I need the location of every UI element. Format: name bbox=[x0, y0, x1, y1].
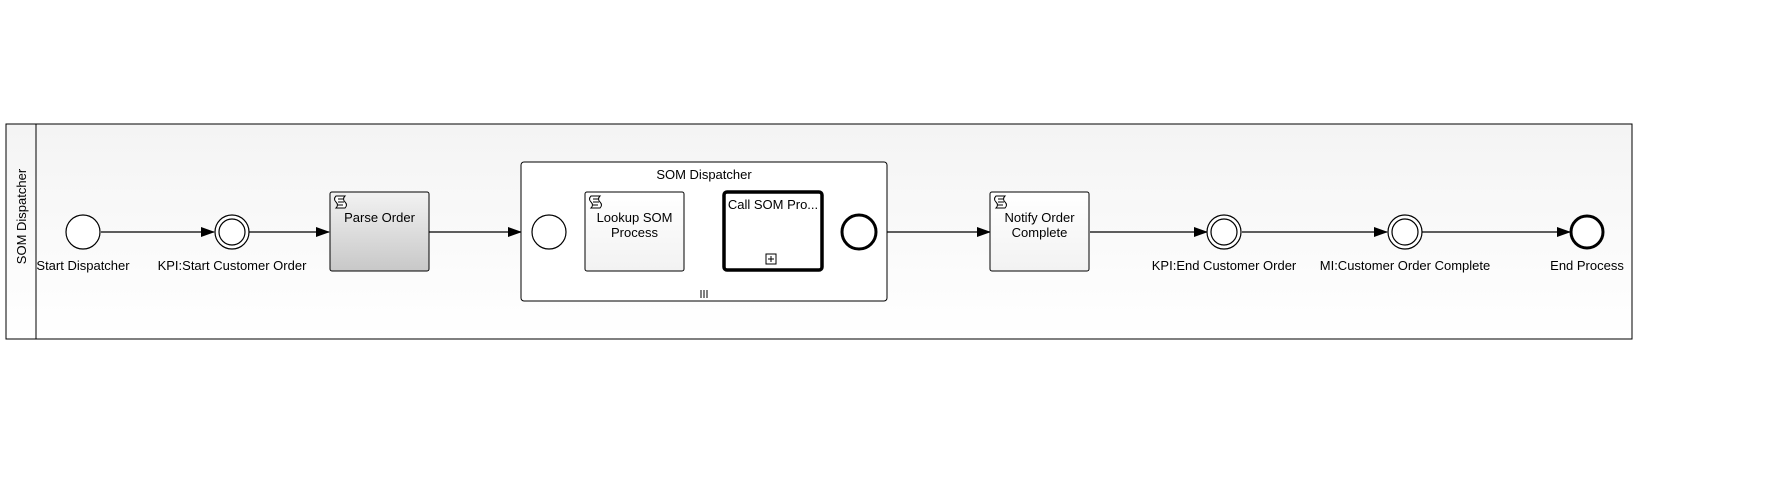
notify-order-task[interactable] bbox=[989, 191, 1090, 272]
parse-order-label: Parse Order bbox=[344, 210, 415, 225]
end-event[interactable] bbox=[1569, 214, 1605, 250]
script-icon bbox=[334, 195, 347, 209]
subprocess-start-event[interactable] bbox=[531, 214, 567, 250]
script-icon bbox=[994, 195, 1007, 209]
lookup-som-label: Lookup SOM Process bbox=[596, 210, 673, 240]
call-som-label: Call SOM Pro... bbox=[727, 197, 819, 212]
mi-complete-label: MI:Customer Order Complete bbox=[1319, 258, 1491, 273]
script-icon bbox=[589, 195, 602, 209]
mi-complete-event[interactable] bbox=[1387, 214, 1423, 250]
end-process-label: End Process bbox=[1550, 258, 1624, 273]
kpi-end-event[interactable] bbox=[1206, 214, 1242, 250]
kpi-end-label: KPI:End Customer Order bbox=[1151, 258, 1297, 273]
collapsed-subprocess-icon bbox=[765, 253, 777, 265]
kpi-start-label: KPI:Start Customer Order bbox=[157, 258, 307, 273]
start-dispatcher-label: Start Dispatcher bbox=[36, 258, 130, 273]
subprocess-container[interactable] bbox=[520, 161, 888, 302]
multi-instance-marker-icon bbox=[700, 290, 708, 298]
start-event[interactable] bbox=[65, 214, 101, 250]
notify-order-label: Notify Order Complete bbox=[1004, 210, 1075, 240]
subprocess-end-event[interactable] bbox=[840, 213, 878, 251]
lookup-som-task[interactable] bbox=[584, 191, 685, 272]
lane-label: SOM Dispatcher bbox=[8, 108, 36, 325]
kpi-start-event[interactable] bbox=[214, 214, 250, 250]
parse-order-task[interactable] bbox=[329, 191, 430, 272]
subprocess-title: SOM Dispatcher bbox=[656, 167, 752, 182]
call-som-task[interactable] bbox=[722, 190, 824, 272]
lane-label-text: SOM Dispatcher bbox=[14, 168, 30, 265]
